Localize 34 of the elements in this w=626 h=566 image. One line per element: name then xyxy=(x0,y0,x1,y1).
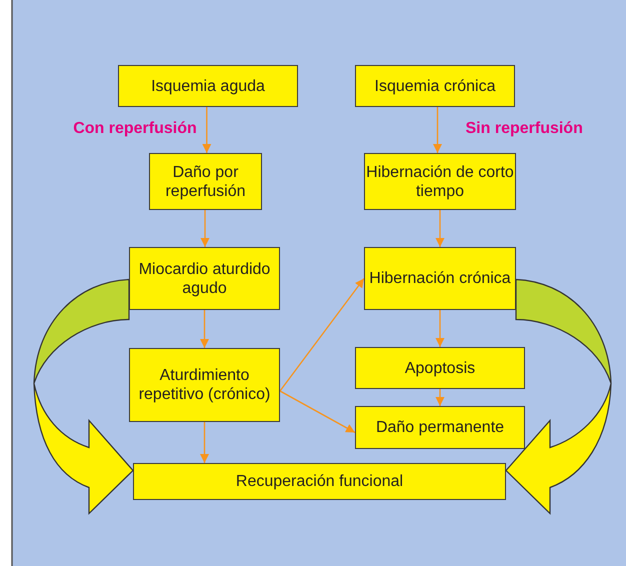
process-box xyxy=(355,65,515,107)
arrow xyxy=(279,278,365,392)
box-text: Recuperación funcional xyxy=(236,472,404,491)
arrow xyxy=(202,107,212,153)
edge-label: Con reperfusión xyxy=(73,120,197,138)
curved-block-arrow xyxy=(33,278,134,514)
edge-label: Sin reperfusión xyxy=(466,120,583,138)
box-text: Isquemia aguda xyxy=(151,76,265,96)
process-box xyxy=(364,153,516,210)
arrow xyxy=(280,390,356,434)
box-text: Aturdimiento repetitivo (crónico) xyxy=(138,366,272,404)
arrow xyxy=(433,107,442,153)
curved-block-arrow xyxy=(505,278,612,514)
process-box xyxy=(118,65,298,107)
arrow xyxy=(200,210,210,247)
arrow xyxy=(436,310,444,347)
box-text: Isquemia crónica xyxy=(374,76,496,96)
arrow xyxy=(200,310,209,348)
process-box xyxy=(129,247,280,310)
box-text: Hibernación de corto tiempo xyxy=(365,162,515,200)
box-text: Apoptosis xyxy=(404,358,476,378)
box-text: Daño por reperfusión xyxy=(164,162,247,200)
box-text: Daño permanente xyxy=(376,418,504,437)
box-text: Miocardio aturdido agudo xyxy=(138,260,272,298)
process-box xyxy=(355,406,525,449)
process-box xyxy=(364,247,516,310)
process-box xyxy=(133,463,506,500)
process-box xyxy=(129,348,280,422)
process-box xyxy=(149,153,262,210)
box-text: Hibernación crónica xyxy=(369,269,511,288)
arrow xyxy=(436,210,444,247)
arrow xyxy=(200,422,209,463)
arrow xyxy=(436,389,444,406)
process-box xyxy=(355,347,525,389)
